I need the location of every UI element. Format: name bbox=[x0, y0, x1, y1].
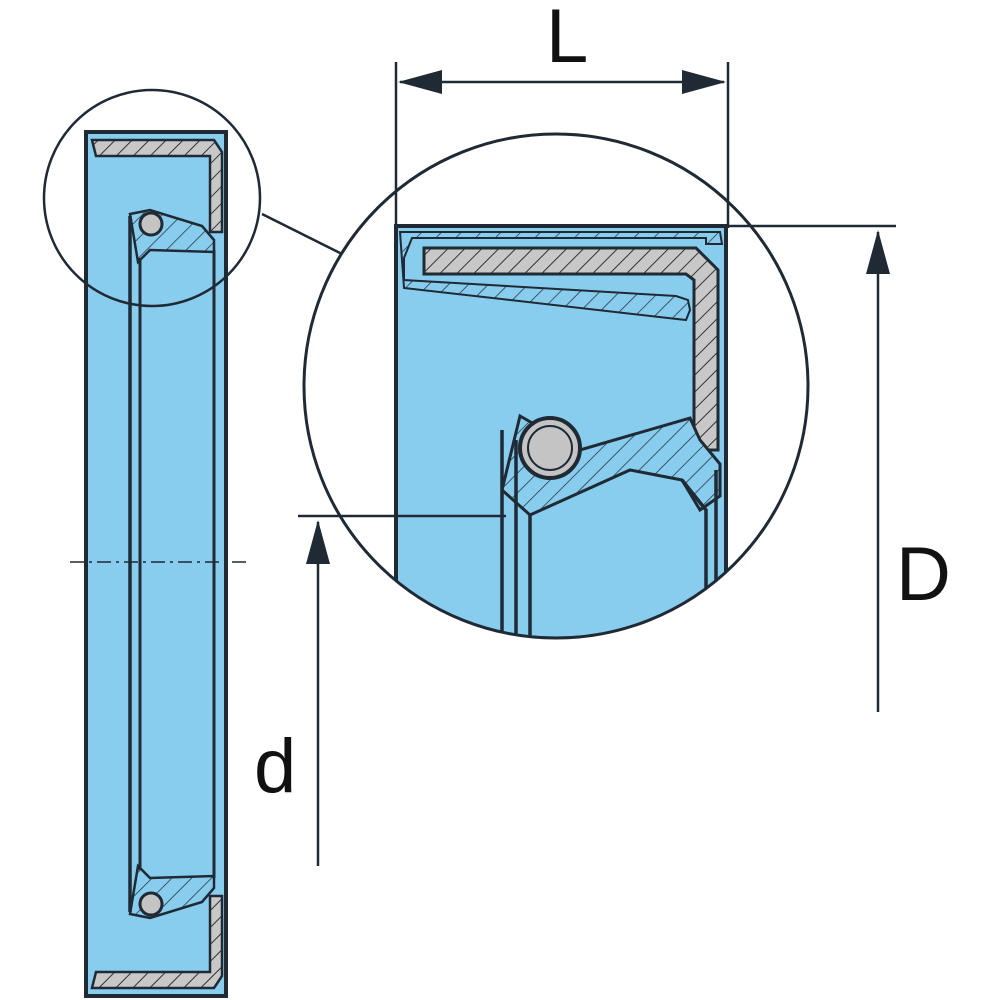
metal-case-bottom bbox=[90, 894, 224, 990]
detail-leader-line bbox=[261, 212, 343, 256]
detail-view bbox=[302, 132, 810, 640]
seal-side-view bbox=[42, 88, 262, 998]
detail-outer-coating bbox=[398, 231, 724, 322]
dimension-L: L bbox=[394, 0, 730, 228]
d-label: d bbox=[254, 724, 296, 809]
detail-marker-circle bbox=[42, 88, 262, 308]
detail-view-circle bbox=[302, 132, 810, 640]
dimension-d: d bbox=[254, 514, 506, 866]
D-arrow bbox=[866, 230, 890, 274]
detail-garter-spring-inner bbox=[527, 425, 573, 471]
D-label: D bbox=[896, 532, 951, 617]
L-label: L bbox=[546, 0, 588, 79]
seal-body bbox=[84, 130, 228, 998]
garter-spring-bottom bbox=[138, 891, 164, 917]
metal-case-top bbox=[90, 138, 224, 234]
detail-lip-profile bbox=[500, 430, 718, 636]
d-arrow bbox=[306, 520, 330, 564]
garter-spring-top bbox=[138, 211, 164, 237]
L-arrow-right bbox=[682, 70, 726, 94]
L-arrow-left bbox=[398, 70, 442, 94]
dimension-D: D bbox=[728, 224, 951, 712]
